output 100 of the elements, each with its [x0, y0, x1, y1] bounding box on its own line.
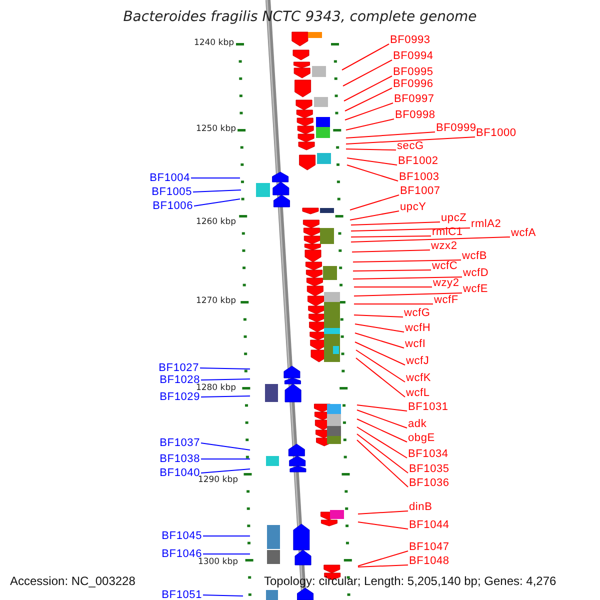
- info-text: Topology: circular; Length: 5,205,140 bp; Genes: 4,276: [264, 574, 556, 588]
- leader-line: [346, 148, 396, 150]
- gene-label: wcfH: [405, 322, 431, 334]
- leader-line: [358, 510, 408, 514]
- leader-line: [200, 378, 250, 380]
- leader-line: [356, 350, 406, 382]
- gene-label: secG: [397, 140, 424, 152]
- leader-line: [344, 76, 392, 102]
- leader-line: [192, 190, 242, 192]
- leader-line: [356, 434, 408, 474]
- info-text: Accession: NC_003228: [10, 574, 136, 588]
- leader-line: [354, 342, 406, 366]
- leader-line: [356, 410, 408, 428]
- gene-label: BF1007: [400, 185, 440, 197]
- gene-label: BF1029: [160, 391, 200, 403]
- leader-line: [352, 276, 462, 280]
- leader-line: [354, 286, 432, 288]
- gene-label: wcfD: [463, 267, 489, 279]
- gene-label: BF0998: [395, 109, 436, 121]
- gene-label: BF1035: [409, 463, 450, 475]
- leader-line: [352, 250, 430, 252]
- leader-line: [346, 136, 476, 144]
- gene-label: obgE: [408, 432, 435, 444]
- gene-label: wcfE: [463, 283, 488, 295]
- leader-line: [346, 158, 398, 166]
- gene-label: dinB: [409, 501, 432, 513]
- gene-label: BF1002: [398, 155, 438, 167]
- gene-label: rmlA2: [471, 218, 502, 230]
- leader-line: [200, 396, 250, 398]
- leader-line: [354, 324, 404, 332]
- leader-line: [358, 522, 408, 530]
- leader-line: [356, 440, 408, 488]
- gene-label: upcZ: [441, 212, 467, 224]
- gene-label: wzy2: [433, 277, 460, 289]
- gene-label: BF1038: [160, 453, 200, 465]
- leader-line: [354, 314, 404, 318]
- gene-label: adk: [408, 418, 427, 430]
- leader-line: [350, 194, 400, 210]
- position-label: 1290 kbp: [198, 476, 238, 485]
- gene-label: wzx2: [431, 240, 458, 252]
- leader-line: [346, 118, 394, 130]
- leader-line: [194, 198, 240, 206]
- leader-line: [352, 270, 432, 272]
- gene-label: BF1036: [409, 477, 450, 489]
- gene-label: wcfG: [404, 307, 430, 319]
- leader-line: [356, 418, 408, 442]
- leader-line: [200, 458, 250, 460]
- leader-line: [200, 442, 250, 450]
- leader-line: [346, 132, 436, 138]
- gene-label: BF1005: [152, 186, 192, 198]
- position-label: 1240 kbp: [194, 39, 234, 48]
- gene-label: wcfB: [462, 250, 488, 262]
- gene-label: BF1034: [408, 448, 448, 460]
- gene-label: BF0994: [393, 50, 434, 62]
- gene-label: BF1004: [150, 172, 190, 184]
- leader-line: [356, 426, 408, 458]
- gene-label: BF0997: [394, 93, 434, 105]
- gene-label: BF1045: [162, 530, 202, 542]
- position-label: 1280 kbp: [196, 384, 236, 393]
- gene-label: BF1006: [152, 200, 193, 212]
- gene-label: BF1031: [408, 401, 448, 413]
- gene-label: BF1040: [160, 467, 200, 479]
- gene-label: upcY: [400, 201, 426, 213]
- leader-line: [344, 102, 394, 120]
- leader-line: [346, 164, 398, 182]
- gene-label: wcfJ: [406, 355, 430, 367]
- leader-line: [202, 594, 244, 596]
- gene-label: BF1044: [409, 519, 450, 531]
- gene-label: BF1047: [409, 541, 450, 553]
- position-label: 1250 kbp: [196, 125, 236, 134]
- leader-line: [352, 260, 462, 262]
- leader-line: [358, 550, 408, 566]
- leader-line: [350, 236, 432, 238]
- leader-line: [354, 332, 404, 348]
- gene-label: BF0996: [393, 78, 434, 90]
- gene-label: wcfF: [434, 294, 458, 306]
- gene-label: BF0999: [436, 122, 476, 134]
- leader-line: [200, 468, 250, 474]
- leader-line: [358, 564, 408, 568]
- leader-line: [350, 210, 400, 220]
- leader-line: [350, 228, 470, 232]
- leader-line: [350, 222, 440, 226]
- leader-line: [354, 292, 462, 296]
- position-label: 1270 kbp: [196, 297, 236, 306]
- leader-line: [356, 358, 406, 398]
- map-title: Bacteroides fragilis NCTC 9343, complete genome: [122, 9, 478, 26]
- gene-label: wcfA: [511, 227, 536, 239]
- leader-line: [342, 44, 390, 70]
- gene-label: BF0993: [390, 34, 430, 46]
- leader-line: [350, 236, 510, 242]
- leader-line: [344, 88, 392, 112]
- gene-label: BF1048: [409, 555, 450, 567]
- leader-line: [356, 404, 408, 412]
- position-label: 1260 kbp: [196, 218, 236, 227]
- gene-label: wcfK: [406, 372, 432, 384]
- gene-label: BF1000: [476, 127, 516, 139]
- gene-label: BF1003: [399, 171, 440, 183]
- gene-label: wcfC: [432, 260, 458, 272]
- position-label: 1300 kbp: [198, 558, 238, 567]
- gene-label: BF1027: [158, 362, 199, 374]
